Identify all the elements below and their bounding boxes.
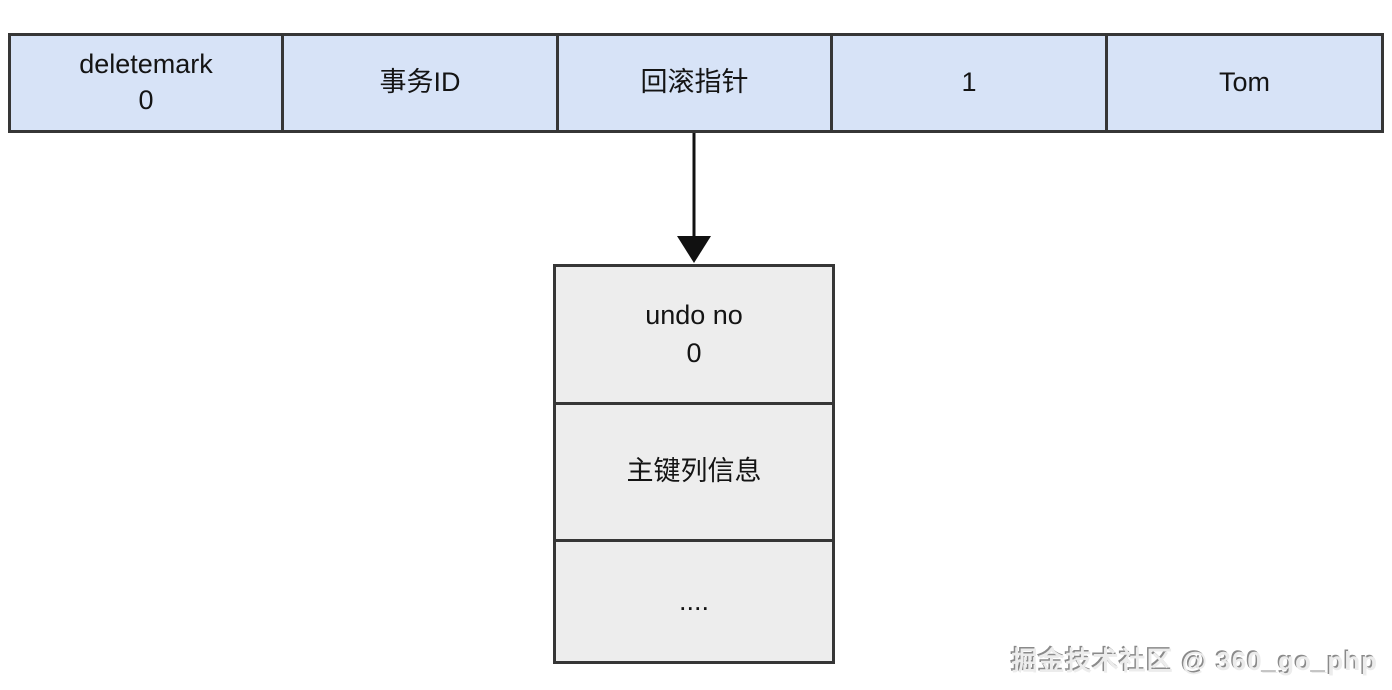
undo-cell-undo-no: undo no 0 <box>556 267 832 402</box>
arrow-head-icon <box>677 236 711 263</box>
watermark: 掘金技术社区 @ 360_go_php <box>1011 646 1378 676</box>
undo-log-stack: undo no 0 主键列信息 .... <box>553 264 835 664</box>
rollback-pointer-arrow <box>677 133 711 263</box>
record-cell-transaction-id: 事务ID <box>281 36 556 130</box>
undo-cell-label: undo no <box>645 299 743 330</box>
record-cell-deletemark: deletemark 0 <box>11 36 281 130</box>
record-row: deletemark 0 事务ID 回滚指针 1 Tom <box>8 33 1384 133</box>
record-cell-label: 事务ID <box>379 67 461 98</box>
record-cell-value: Tom <box>1218 67 1270 98</box>
undo-cell-value: 0 <box>686 337 702 368</box>
record-cell-label: 回滚指针 <box>640 67 749 98</box>
record-cell-rollback-pointer: 回滚指针 <box>556 36 830 130</box>
record-cell-id-value: 1 <box>830 36 1105 130</box>
undo-cell-label: 主键列信息 <box>626 456 762 487</box>
record-cell-label: deletemark <box>79 49 213 80</box>
undo-cell-ellipsis: .... <box>556 539 832 661</box>
record-cell-value: 0 <box>138 85 154 115</box>
record-cell-value: 1 <box>961 67 977 98</box>
undo-cell-label: .... <box>678 585 709 616</box>
record-cell-name-value: Tom <box>1105 36 1381 130</box>
undo-cell-primary-key-info: 主键列信息 <box>556 402 832 539</box>
